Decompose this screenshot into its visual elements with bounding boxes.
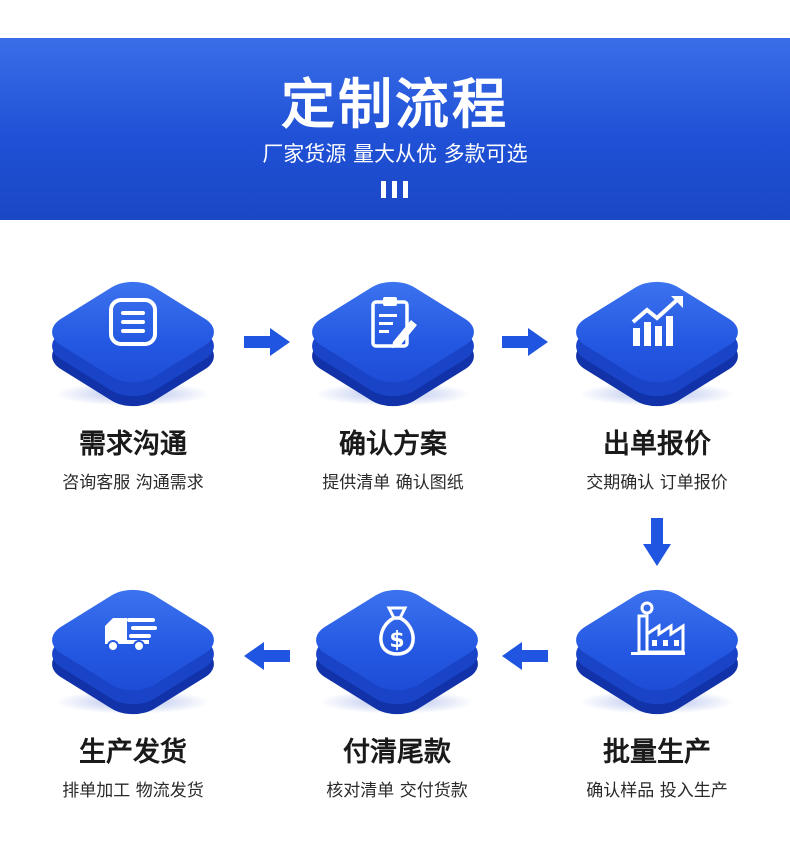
step-subtitle: 确认样品 投入生产 [586,781,728,801]
factory-icon [631,601,685,655]
step-title: 出单报价 [603,429,711,460]
step-subtitle: 咨询客服 沟通需求 [62,473,204,493]
svg-text:$: $ [389,628,404,653]
step-tile [33,270,233,420]
arrow-right-icon [244,328,290,356]
page-title: 定制流程 [281,73,509,136]
step-title: 需求沟通 [79,429,187,460]
step-tile [293,270,493,420]
step-confirm-plan: 确认方案 提供清单 确认图纸 [293,270,493,510]
divider-bars-icon [381,181,411,199]
step-subtitle: 交期确认 订单报价 [586,473,728,493]
arrow-left-icon [244,642,290,670]
step-final-payment: $ 付清尾款 核对清单 交付货款 [297,578,497,818]
step-tile [557,270,757,420]
step-demand-communication: 需求沟通 咨询客服 沟通需求 [33,270,233,510]
step-subtitle: 核对清单 交付货款 [326,781,468,801]
chat-list-icon [109,298,157,346]
arrow-right-icon [502,328,548,356]
step-subtitle: 排单加工 物流发货 [62,781,204,801]
page-subtitle: 厂家货源 量大从优 多款可选 [262,142,528,166]
bar-chart-growth-icon [631,296,683,346]
step-title: 确认方案 [339,429,447,460]
step-title: 生产发货 [79,737,187,768]
step-title: 付清尾款 [343,737,451,768]
arrow-left-icon [502,642,548,670]
money-bag-icon: $ [379,606,415,656]
step-subtitle: 提供清单 确认图纸 [322,473,464,493]
step-tile [557,578,757,728]
step-tile [33,578,233,728]
step-mass-production: 批量生产 确认样品 投入生产 [557,578,757,818]
arrow-down-icon [643,518,671,566]
step-tile: $ [297,578,497,728]
top-strip [0,0,790,38]
step-shipping: 生产发货 排单加工 物流发货 [33,578,233,818]
delivery-truck-icon [105,618,157,652]
header-banner: 定制流程 厂家货源 量大从优 多款可选 [0,38,790,220]
step-quote: 出单报价 交期确认 订单报价 [557,270,757,510]
step-title: 批量生产 [603,737,711,768]
clipboard-pen-icon [371,297,417,348]
